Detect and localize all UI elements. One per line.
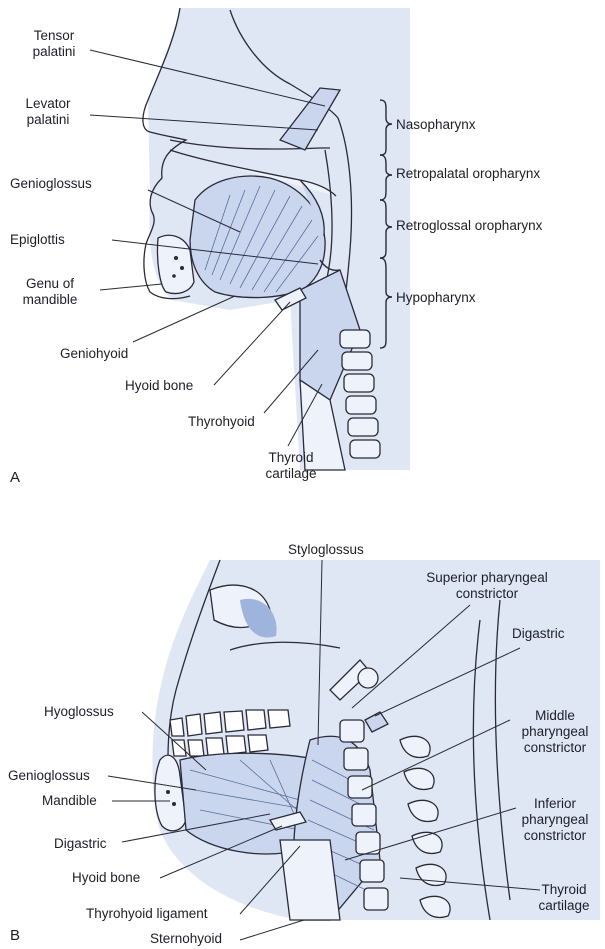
label-genu-of-mandible: Genu of mandible xyxy=(12,276,88,308)
larynx-b xyxy=(280,840,340,920)
label-superior-pharyngeal-constrictor: Superior pharyngeal constrictor xyxy=(412,570,562,602)
region-hypopharynx: Hypopharynx xyxy=(396,290,476,306)
label-digastric-upper: Digastric xyxy=(512,626,565,642)
label-levator-palatini: Levator palatini xyxy=(8,96,88,128)
region-retroglossal-oropharynx: Retroglossal oropharynx xyxy=(396,218,542,234)
label-hyoid-bone-b: Hyoid bone xyxy=(72,870,140,886)
label-styloglossus: Styloglossus xyxy=(288,542,364,558)
region-retropalatal-oropharynx: Retropalatal oropharynx xyxy=(396,166,540,182)
label-thyrohyoid-ligament: Thyrohyoid ligament xyxy=(86,906,208,922)
label-middle-pharyngeal-constrictor: Middle pharyngeal constrictor xyxy=(510,708,600,756)
label-tensor-palatini: Tensor palatini xyxy=(22,28,86,60)
panel-b-letter: B xyxy=(10,928,20,944)
label-hyoid-bone-a: Hyoid bone xyxy=(125,378,193,394)
mastoid-b xyxy=(358,668,378,688)
label-genioglossus-b: Genioglossus xyxy=(8,768,90,784)
region-nasopharynx: Nasopharynx xyxy=(396,117,476,133)
label-inferior-pharyngeal-constrictor: Inferior pharyngeal constrictor xyxy=(510,796,600,844)
label-thyroid-cartilage-a: Thyroid cartilage xyxy=(256,450,326,482)
label-hyoglossus: Hyoglossus xyxy=(44,704,114,720)
panel-a-drawing xyxy=(90,8,410,470)
label-genioglossus-a: Genioglossus xyxy=(10,176,92,192)
panel-a-letter: A xyxy=(10,470,20,486)
label-digastric-lower: Digastric xyxy=(54,836,107,852)
label-thyrohyoid: Thyrohyoid xyxy=(188,414,255,430)
label-geniohyoid: Geniohyoid xyxy=(60,346,128,362)
label-thyroid-cartilage-b: Thyroid cartilage xyxy=(528,882,600,914)
label-epiglottis: Epiglottis xyxy=(10,232,65,248)
label-sternohyoid: Sternohyoid xyxy=(150,931,222,947)
label-mandible: Mandible xyxy=(42,793,97,809)
